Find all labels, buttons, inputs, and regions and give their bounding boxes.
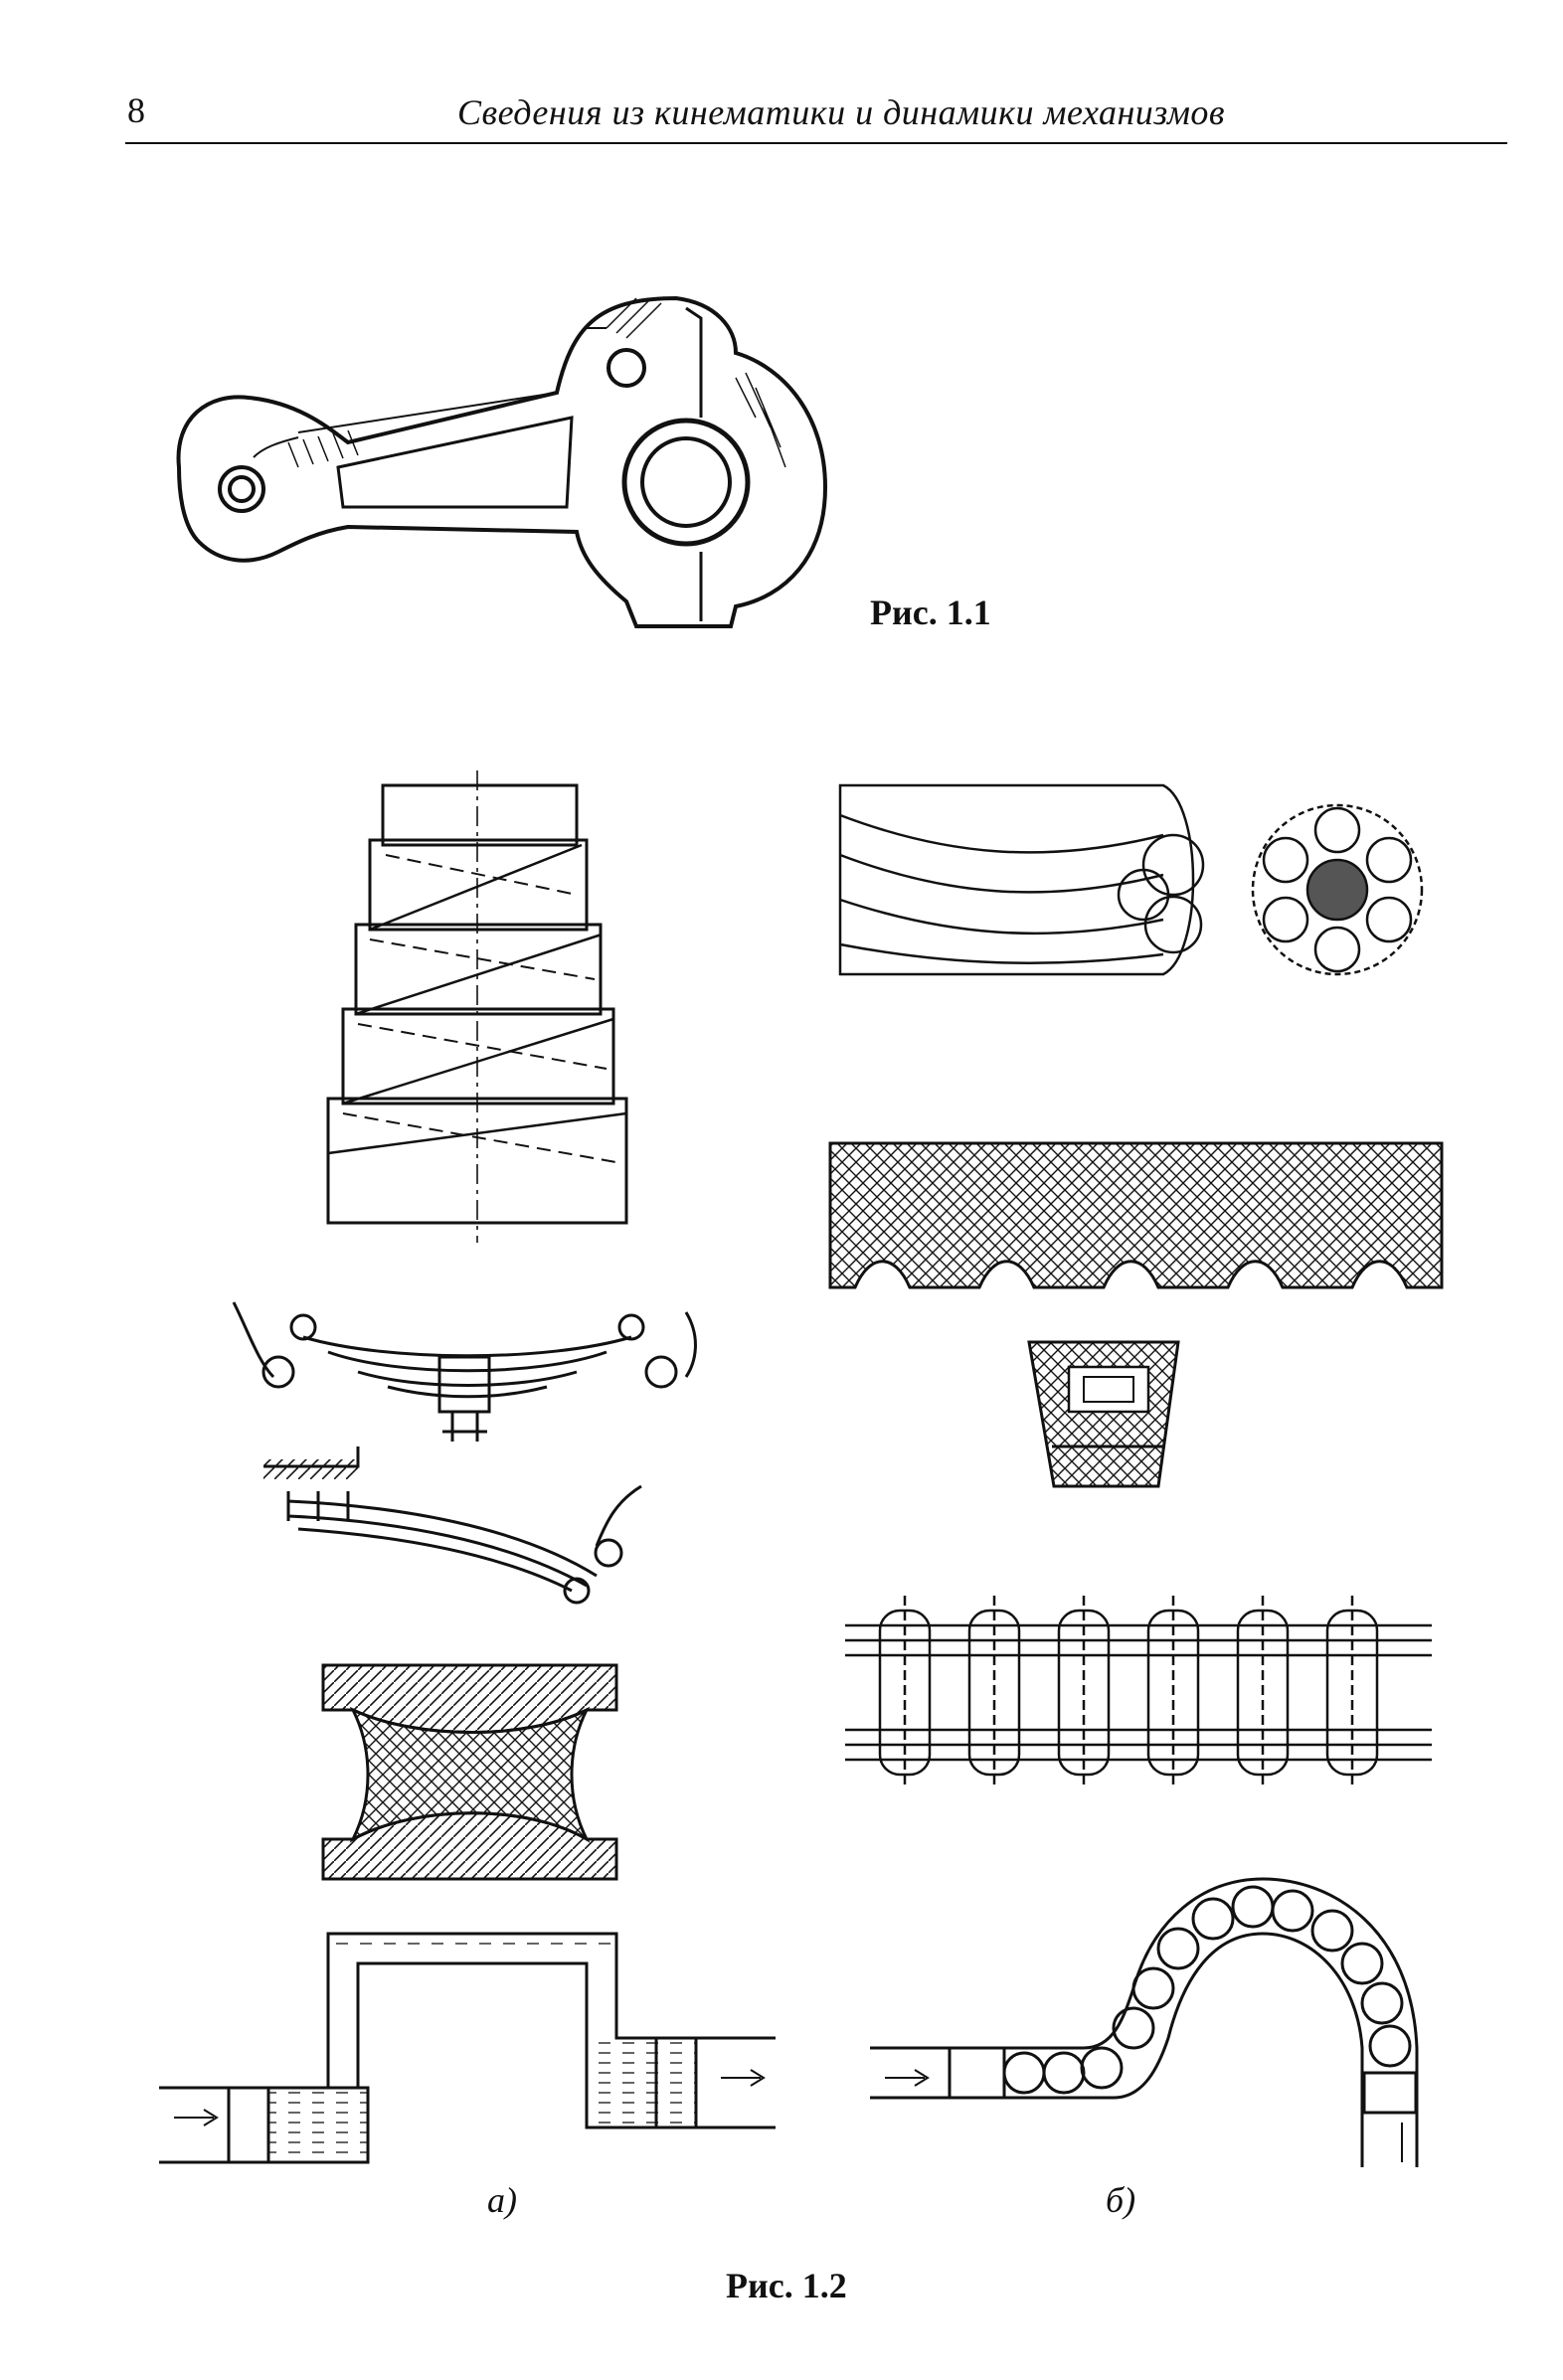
toothed-belt-drawing bbox=[828, 1141, 1444, 1289]
ball-transmission-drawing bbox=[870, 1877, 1419, 2167]
telescopic-spring-drawing bbox=[326, 770, 628, 1243]
connecting-rod-drawing bbox=[176, 295, 828, 628]
header-rule bbox=[125, 142, 1507, 144]
wire-rope-drawing bbox=[838, 783, 1424, 976]
cantilever-spring-drawing bbox=[263, 1446, 642, 1605]
roller-chain-drawing bbox=[845, 1596, 1432, 1789]
figure-1-1-caption: Рис. 1.1 bbox=[870, 593, 991, 632]
running-title: Сведения из кинематики и динамики механи… bbox=[457, 92, 1226, 132]
subfigure-a-label: а) bbox=[487, 2180, 517, 2220]
rubber-block-drawing bbox=[321, 1663, 618, 1881]
leaf-spring-drawing bbox=[232, 1301, 697, 1442]
hydraulic-system-drawing bbox=[159, 1929, 776, 2164]
rod-shading bbox=[287, 297, 786, 468]
subfigure-b-label: б) bbox=[1106, 2180, 1136, 2220]
v-belt-drawing bbox=[1027, 1340, 1180, 1488]
figure-1-2-caption: Рис. 1.2 bbox=[726, 2266, 847, 2305]
page-number: 8 bbox=[127, 90, 145, 130]
